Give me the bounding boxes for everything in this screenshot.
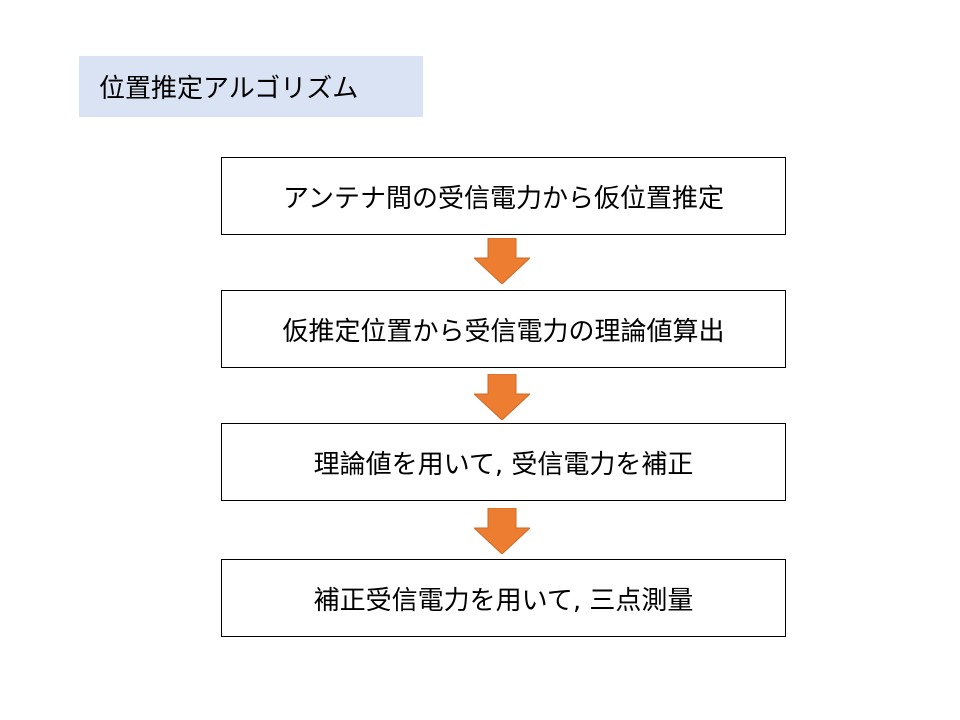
flow-step-2-label: 仮推定位置から受信電力の理論値算出 [282, 316, 725, 347]
flow-step-1-label: アンテナ間の受信電力から仮位置推定 [283, 183, 724, 214]
flow-step-4-label: 補正受信電力を用いて, 三点測量 [313, 585, 694, 616]
flow-step-2: 仮推定位置から受信電力の理論値算出 [221, 290, 786, 368]
down-arrow-icon [474, 374, 530, 420]
diagram-title: 位置推定アルゴリズム [99, 74, 359, 104]
down-arrow-icon [474, 508, 530, 554]
flow-step-3-label: 理論値を用いて, 受信電力を補正 [313, 449, 694, 480]
flow-step-4: 補正受信電力を用いて, 三点測量 [221, 559, 786, 637]
diagram-title-box: 位置推定アルゴリズム [79, 56, 423, 117]
flow-step-3: 理論値を用いて, 受信電力を補正 [221, 423, 786, 501]
flow-step-1: アンテナ間の受信電力から仮位置推定 [221, 157, 786, 235]
down-arrow-icon [474, 238, 530, 284]
